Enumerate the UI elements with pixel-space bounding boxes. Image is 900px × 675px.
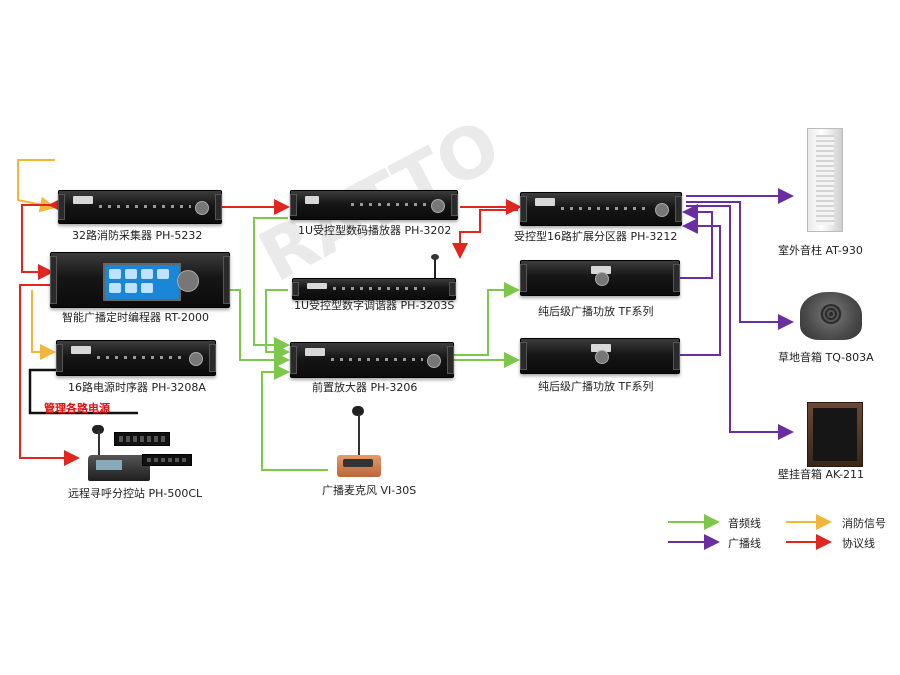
- broadcast-wire-amp1: [680, 204, 713, 279]
- fire-collector-device: [58, 190, 222, 224]
- pager-mic-head: [92, 425, 104, 434]
- paging-mic-head: [352, 406, 364, 416]
- audio-wire-timer: [230, 289, 290, 368]
- outdoor-column-speaker: [807, 128, 843, 232]
- wall-speaker: [807, 402, 863, 467]
- zone-extender-label: 受控型16路扩展分区器 PH-3212: [514, 230, 678, 243]
- power-sequencer-device: [56, 340, 216, 376]
- audio-wire-mic: [261, 364, 328, 471]
- timer-programmer-label: 智能广播定时编程器 RT-2000: [62, 311, 210, 324]
- digital-player-device: [290, 190, 458, 220]
- tuner-antenna: [431, 254, 439, 279]
- timer-programmer-device: [50, 252, 230, 308]
- audio-wire-tuner: [265, 289, 290, 360]
- legend-fire-signal: 消防信号: [842, 517, 886, 530]
- remote-paging-station-device: [88, 455, 150, 481]
- pager-mic-neck: [98, 430, 100, 458]
- legend-broadcast-line: 广播线: [728, 537, 761, 550]
- pager-keypad-1: [114, 432, 170, 446]
- fire-signal-wire-1: [17, 159, 56, 213]
- paging-mic-device: [337, 455, 381, 477]
- lawn-speaker: [800, 292, 862, 340]
- broadcast-wire-out-3: [686, 205, 794, 440]
- wall-speaker-label: 壁挂音箱 AK-211: [778, 468, 865, 481]
- preamplifier-label: 前置放大器 PH-3206: [312, 381, 418, 394]
- amplifier-1-device: [520, 260, 680, 296]
- legend-audio-line: 音频线: [728, 517, 761, 530]
- paging-mic-label: 广播麦克风 VI-30S: [322, 484, 417, 497]
- paging-mic-neck: [358, 414, 360, 456]
- audio-wire-player: [253, 217, 290, 353]
- audio-wire-pre-amp1: [454, 282, 520, 356]
- digital-tuner-device: [292, 278, 456, 300]
- protocol-wire-2: [19, 284, 80, 466]
- fire-signal-wire-2: [31, 290, 56, 360]
- broadcast-wire-amp2: [680, 218, 721, 356]
- zone-extender-device: [520, 192, 682, 226]
- amplifier-1-label: 纯后级广播功放 TF系列: [538, 305, 654, 318]
- protocol-wire-1: [21, 197, 64, 280]
- lawn-speaker-label: 草地音箱 TQ-803A: [778, 351, 874, 364]
- protocol-wire-5: [452, 209, 518, 259]
- amplifier-2-device: [520, 338, 680, 374]
- amplifier-2-label: 纯后级广播功放 TF系列: [538, 380, 654, 393]
- pager-keypad-2: [142, 454, 192, 466]
- outdoor-column-label: 室外音柱 AT-930: [778, 244, 863, 257]
- preamplifier-device: [290, 342, 454, 378]
- broadcast-wire-out-2: [686, 201, 794, 330]
- power-sequencer-label: 16路电源时序器 PH-3208A: [68, 381, 206, 394]
- legend-protocol-line: 协议线: [842, 537, 875, 550]
- manage-power-note: 管理各路电源: [44, 402, 110, 415]
- digital-player-label: 1U受控型数码播放器 PH-3202: [298, 224, 452, 237]
- digital-tuner-label: 1U受控型数字调谐器 PH-3203S: [294, 299, 455, 312]
- remote-paging-label: 远程寻呼分控站 PH-500CL: [68, 487, 203, 500]
- fire-collector-label: 32路消防采集器 PH-5232: [72, 229, 203, 242]
